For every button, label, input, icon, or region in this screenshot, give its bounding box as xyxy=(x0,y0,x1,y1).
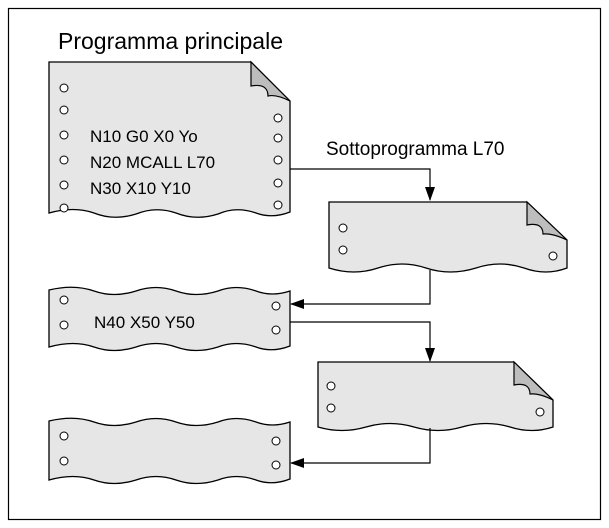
subprogram-title: Sottoprogramma L70 xyxy=(326,139,505,160)
subprogram-page-2 xyxy=(318,362,553,431)
main-program-block-3 xyxy=(49,418,290,483)
block-2-line: N40 X50 Y50 xyxy=(94,313,195,332)
main-program-title: Programma principale xyxy=(58,28,283,54)
main-program-line-2: N20 MCALL L70 xyxy=(90,153,215,172)
main-program-page: N10 G0 X0 Yo N20 MCALL L70 N30 X10 Y10 xyxy=(49,62,290,217)
main-program-line-3: N30 X10 Y10 xyxy=(90,179,191,198)
main-program-block-2: N40 X50 Y50 xyxy=(49,287,290,350)
subprogram-page-1 xyxy=(329,202,567,272)
main-program-line-1: N10 G0 X0 Yo xyxy=(90,127,198,146)
